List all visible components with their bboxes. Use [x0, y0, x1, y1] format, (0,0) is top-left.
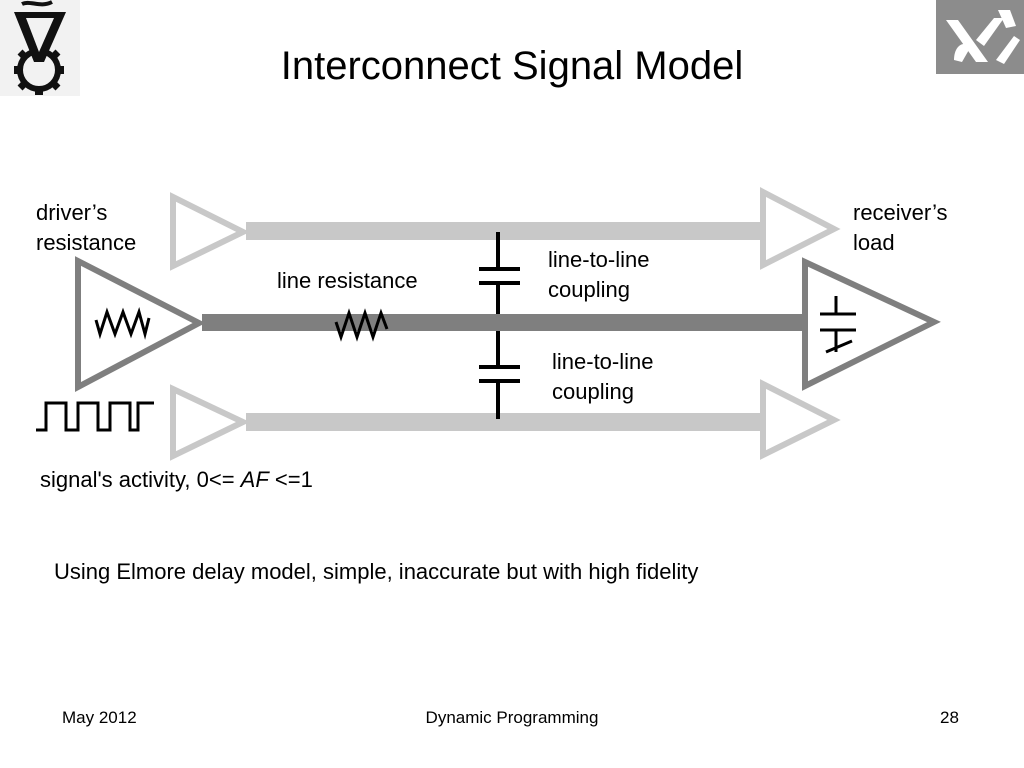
driver-buffer — [75, 256, 206, 392]
footer-page-number: 28 — [940, 708, 959, 727]
driver-resistor-icon — [94, 307, 151, 340]
bottom-driver-buffer — [170, 384, 250, 461]
receiver-label-line1: receiver’s — [853, 200, 948, 225]
slide-title: Interconnect Signal Model — [280, 44, 744, 88]
receiver-load-label: receiver’s load — [853, 198, 948, 258]
driver-label-line1: driver’s — [36, 200, 108, 225]
bottom-coupling-line1: line-to-line — [552, 349, 654, 374]
bottom-receiver-buffer — [760, 379, 841, 460]
top-coupling-line1: line-to-line — [548, 247, 650, 272]
driver-label-line2: resistance — [36, 230, 137, 255]
activity-prefix: signal's activity, 0<= — [40, 467, 241, 492]
line-resistance-label: line resistance — [277, 268, 418, 293]
top-coupling-line2: coupling — [548, 277, 630, 302]
receiver-load-capacitor-icon — [820, 296, 856, 354]
footer-date: May 2012 — [62, 708, 137, 727]
middle-wire — [202, 314, 806, 331]
hebrew-letters-logo — [936, 0, 1024, 74]
signal-activity-label: signal's activity, 0<= AF <=1 — [40, 465, 313, 495]
activity-suffix: <=1 — [268, 467, 313, 492]
top-driver-buffer — [170, 192, 250, 271]
top-receiver-buffer — [760, 187, 841, 270]
bottom-wire — [246, 413, 762, 431]
bottom-coupling-label: line-to-line coupling — [552, 347, 654, 407]
top-coupling-label: line-to-line coupling — [548, 245, 650, 305]
top-wire — [246, 222, 762, 240]
bottom-coupling-line2: coupling — [552, 379, 634, 404]
line-resistor-icon — [334, 308, 389, 342]
footer-title: Dynamic Programming — [425, 708, 599, 727]
technion-logo — [0, 0, 80, 96]
receiver-label-line2: load — [853, 230, 895, 255]
bottom-coupling-capacitor-icon — [479, 331, 520, 419]
top-coupling-capacitor-icon — [479, 232, 520, 314]
elmore-note: Using Elmore delay model, simple, inaccu… — [54, 559, 699, 584]
activity-variable: AF — [240, 467, 269, 492]
square-wave-icon — [36, 401, 154, 432]
driver-resistance-label: driver’s resistance — [36, 198, 136, 258]
receiver-buffer — [802, 257, 941, 391]
